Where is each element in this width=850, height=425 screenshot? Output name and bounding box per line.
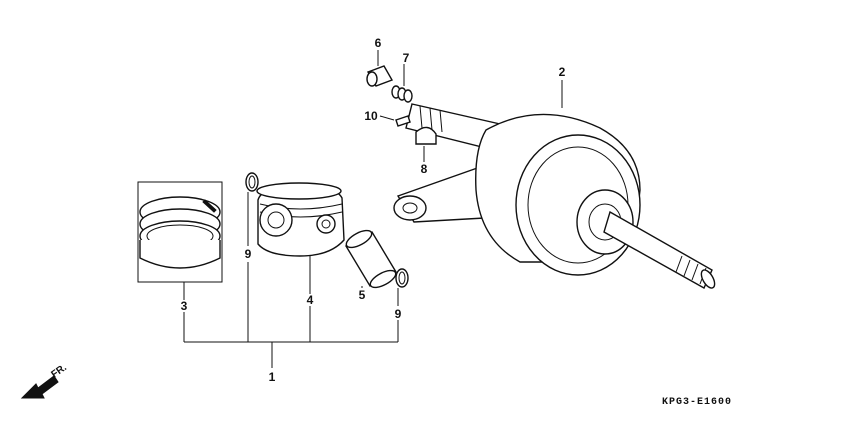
front-direction-arrow: FR. <box>20 362 69 399</box>
callout-10: 10 <box>364 109 378 123</box>
callout-2: 2 <box>559 65 566 79</box>
piston <box>256 182 345 257</box>
callout-6: 6 <box>375 36 382 50</box>
piston-rings <box>137 181 223 283</box>
callout-4: 4 <box>307 293 314 307</box>
piston-pin <box>345 229 397 289</box>
callouts: 1 2 3 4 5 6 7 8 9 9 10 <box>181 36 566 384</box>
callout-9-left: 9 <box>245 247 252 261</box>
woodruff-key <box>415 126 437 145</box>
callout-1: 1 <box>269 370 276 384</box>
callout-5: 5 <box>359 288 366 302</box>
crankshaft <box>405 103 716 289</box>
spring <box>391 85 413 103</box>
callout-3: 3 <box>181 299 188 313</box>
leader-lines <box>183 50 563 368</box>
piston-pin-clip-right <box>395 268 409 288</box>
callout-7: 7 <box>403 51 410 65</box>
bearing-cap <box>366 65 394 87</box>
callout-9-right: 9 <box>395 307 402 321</box>
pin-10 <box>395 115 411 127</box>
diagram-code: KPG3-E1600 <box>662 397 732 408</box>
piston-pin-clip-left <box>245 172 259 192</box>
callout-8: 8 <box>421 162 428 176</box>
